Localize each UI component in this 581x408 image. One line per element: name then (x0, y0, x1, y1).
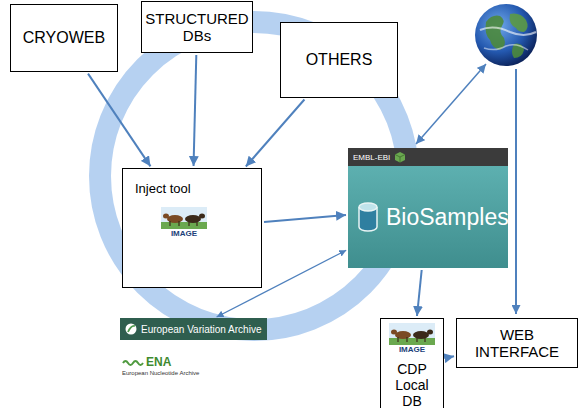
ena-icon (122, 358, 144, 368)
logo-title: BioSamples (386, 204, 509, 231)
logo-title: European Variation Archive (141, 324, 261, 335)
globe-icon (475, 4, 537, 66)
logo-box: European Variation Archive (120, 318, 267, 340)
flow-arrow (88, 74, 150, 167)
process-box: OTHERS (280, 22, 398, 98)
logo-box: ENAEuropean Nucleotide Archive (120, 355, 205, 381)
eva-icon (125, 323, 137, 335)
flow-arrow (417, 270, 422, 316)
logo-box: EMBL-EBI BioSamples (348, 148, 508, 268)
logo-label: IMAGE (169, 229, 199, 239)
cube-icon (394, 151, 406, 163)
flow-arrow (194, 55, 197, 166)
image-logo: IMAGE (389, 323, 435, 355)
logo-header: EMBL-EBI (348, 148, 508, 166)
logo-box: Inject toolIMAGE (122, 168, 262, 288)
image-logo: IMAGE (161, 207, 207, 239)
process-box: STRUCTURED DBs (141, 1, 253, 53)
logo-title: ENA (146, 356, 171, 369)
logo-holder: IMAGE (161, 207, 207, 239)
box-label: STRUCTURED DBs (145, 10, 248, 45)
database-icon (356, 201, 380, 233)
flow-arrow (264, 215, 346, 222)
logo-picture (161, 207, 207, 229)
process-box: WEB INTERFACE (456, 318, 578, 368)
flow-arrow (446, 356, 454, 358)
flow-arrow (246, 100, 305, 167)
globe-link (416, 64, 486, 144)
box-label: Inject tool (135, 181, 191, 197)
logo-row: ENA (122, 356, 171, 369)
header-label: EMBL-EBI (353, 153, 390, 162)
box-label: CRYOWEB (23, 29, 105, 47)
logo-label: IMAGE (397, 345, 427, 355)
logo-picture (389, 323, 435, 345)
box-label: CDP Local DB (384, 361, 440, 408)
logo-subtitle: European Nucleotide Archive (122, 369, 199, 377)
box-label: OTHERS (306, 51, 373, 69)
globe-link (515, 69, 517, 314)
process-box: CRYOWEB (10, 4, 118, 72)
box-label: WEB INTERFACE (461, 326, 573, 361)
logo-body: BioSamples (348, 166, 508, 268)
logo-box: IMAGE CDP Local DB (380, 318, 444, 408)
